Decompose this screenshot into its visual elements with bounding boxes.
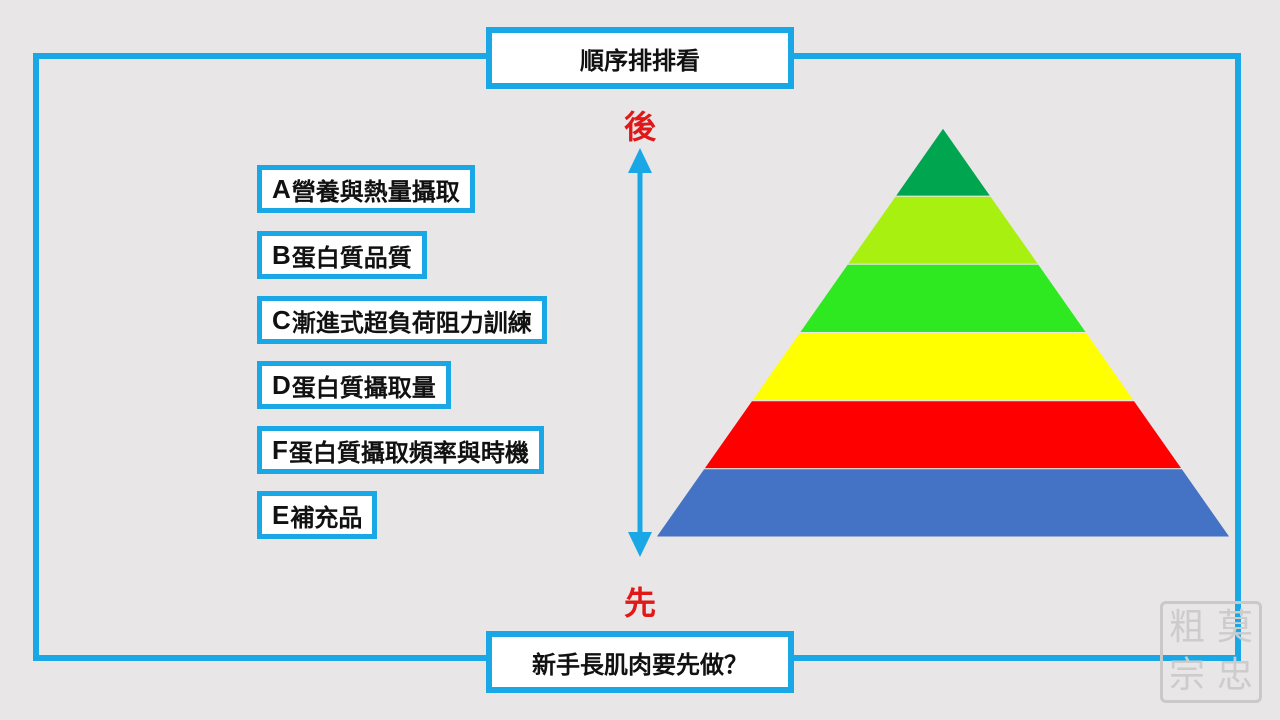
option-e: E 補充品	[257, 491, 378, 539]
title-box: 順序排排看	[486, 27, 794, 89]
option-letter: A	[272, 173, 291, 204]
option-a: A 營養與熱量攝取	[257, 165, 475, 213]
axis-top-label: 後	[623, 108, 656, 146]
option-text: 蛋白質品質	[291, 243, 412, 272]
watermark-char: 忠	[1216, 655, 1253, 696]
option-d: D 蛋白質攝取量	[257, 361, 451, 409]
option-letter: E	[272, 499, 290, 530]
option-letter: F	[272, 434, 288, 465]
pyramid-level-5	[702, 400, 1184, 470]
option-letter: B	[272, 239, 291, 270]
pyramid-level-4	[750, 332, 1136, 402]
pyramid-level-6	[655, 468, 1231, 538]
option-text: 蛋白質攝取頻率與時機	[288, 438, 529, 467]
watermark-char: 粗	[1168, 607, 1205, 648]
pyramid-level-1	[894, 127, 992, 197]
watermark-stamp: 粗 莫 宗 忠	[1160, 601, 1262, 703]
option-text: 補充品	[290, 503, 363, 532]
question-box: 新手長肌肉要先做？	[486, 631, 794, 693]
title-text: 順序排排看	[580, 46, 700, 75]
option-b: B 蛋白質品質	[257, 231, 427, 279]
option-text: 漸進式超負荷阻力訓練	[291, 308, 532, 337]
pyramid-level-2	[846, 195, 1040, 265]
option-letter: D	[272, 369, 291, 400]
axis-bottom-label: 先	[623, 584, 656, 622]
arrow-head-down	[628, 532, 652, 557]
pyramid-diagram	[655, 127, 1231, 538]
option-text: 營養與熱量攝取	[291, 177, 460, 206]
watermark-char: 莫	[1216, 607, 1253, 648]
option-f: F 蛋白質攝取頻率與時機	[257, 426, 544, 474]
pyramid-level-3	[798, 263, 1088, 333]
double-arrow-icon	[628, 148, 652, 557]
question-text: 新手長肌肉要先做？	[532, 650, 748, 679]
arrow-head-up	[628, 148, 652, 173]
watermark-char: 宗	[1168, 655, 1205, 696]
option-letter: C	[272, 304, 291, 335]
option-c: C 漸進式超負荷阻力訓練	[257, 296, 547, 344]
option-text: 蛋白質攝取量	[291, 373, 436, 402]
